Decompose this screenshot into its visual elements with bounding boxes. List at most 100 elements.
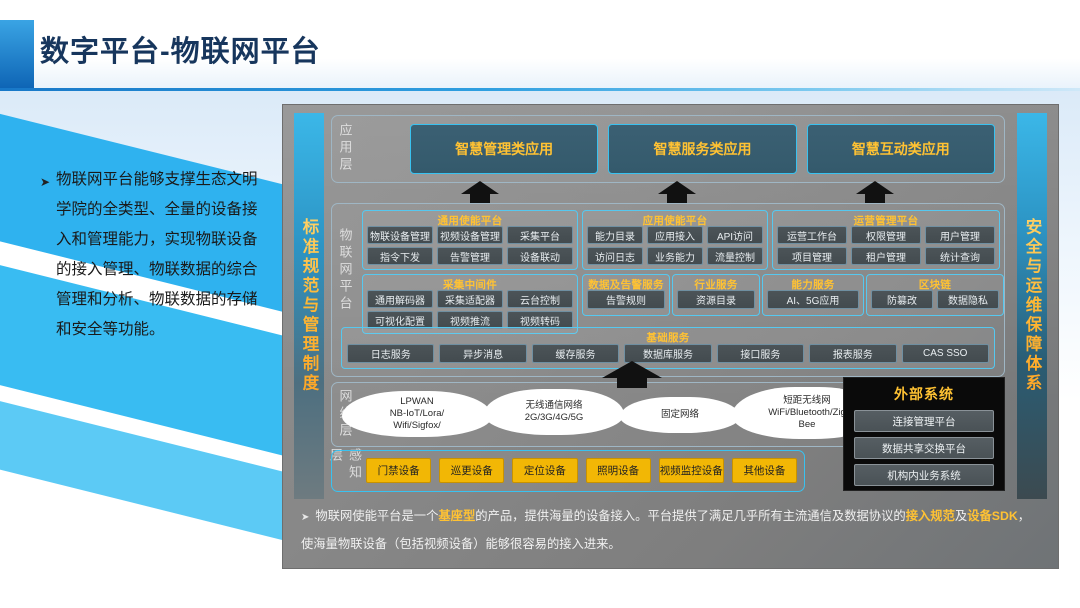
platform-group-r1-3: 运营管理平台运营工作台权限管理用户管理项目管理租户管理统计查询 [772, 210, 1000, 270]
platform-chip[interactable]: 权限管理 [851, 226, 921, 244]
chip-row: 访问日志业务能力流量控制 [587, 247, 763, 265]
application-box-3[interactable]: 智慧互动类应用 [806, 124, 995, 174]
base-service-chip[interactable]: 日志服务 [347, 344, 435, 363]
application-box-1[interactable]: 智慧管理类应用 [410, 124, 599, 174]
network-to-platform-arrow [602, 361, 662, 388]
chip-row: 资源目录 [677, 290, 755, 309]
platform-chip[interactable]: 物联设备管理 [367, 226, 433, 244]
platform-chip[interactable]: 通用解码器 [367, 290, 433, 308]
platform-group-title: 区块链 [918, 279, 952, 291]
platform-group-chips: 告警规则 [587, 290, 665, 309]
platform-group-title: 应用使能平台 [642, 215, 708, 227]
platform-chip[interactable]: 视频转码 [507, 311, 573, 329]
chip-row: 通用解码器采集适配器云台控制 [367, 290, 573, 308]
perception-device[interactable]: 视频监控设备 [658, 458, 724, 483]
base-service-chip[interactable]: 缓存服务 [531, 344, 620, 363]
platform-chip[interactable]: 采集平台 [507, 226, 573, 244]
platform-chip[interactable]: 能力目录 [587, 226, 643, 244]
platform-group-chips: 运营工作台权限管理用户管理项目管理租户管理统计查询 [777, 226, 995, 265]
chip-row: 告警规则 [587, 290, 665, 309]
external-systems-list: 连接管理平台数据共享交换平台机构内业务系统 [854, 410, 994, 486]
platform-group-title: 运营管理平台 [853, 215, 919, 227]
platform-chip[interactable]: 项目管理 [777, 247, 847, 265]
base-service-chip[interactable]: 报表服务 [809, 344, 897, 363]
external-system-item[interactable]: 数据共享交换平台 [854, 437, 994, 459]
base-service-chip[interactable]: CAS SSO [901, 344, 989, 363]
flow-arrow-1 [461, 181, 499, 203]
left-summary-text: 物联网平台能够支撑生态文明学院的全类型、全量的设备接入和管理能力，实现物联设备的… [56, 171, 258, 338]
external-system-item[interactable]: 连接管理平台 [854, 410, 994, 432]
chip-row: AI、5G应用 [767, 290, 859, 309]
platform-chip[interactable]: 设备联动 [507, 247, 573, 265]
platform-chip[interactable]: 视频推流 [437, 311, 503, 329]
base-service-chip[interactable]: 接口服务 [716, 344, 805, 363]
platform-chip[interactable]: 统计查询 [925, 247, 995, 265]
perception-device[interactable]: 其他设备 [731, 458, 798, 483]
caption-segment: 的产品，提供海量的设备接入。平台提供了满足几乎所有主流通信及数据协议的 [475, 509, 906, 523]
platform-chip[interactable]: 告警规则 [587, 290, 665, 309]
platform-chip[interactable]: 应用接入 [647, 226, 703, 244]
base-service-chip[interactable]: 异步消息 [439, 344, 527, 363]
external-systems-panel: 外部系统 连接管理平台数据共享交换平台机构内业务系统 [843, 377, 1005, 491]
side-label-security: 安全与运维保障体系 [1017, 113, 1047, 499]
chip-row: 指令下发告警管理设备联动 [367, 247, 573, 265]
platform-group-chips: 资源目录 [677, 290, 755, 309]
platform-chip[interactable]: 视频设备管理 [437, 226, 503, 244]
platform-chip[interactable]: 用户管理 [925, 226, 995, 244]
chip-row: 项目管理租户管理统计查询 [777, 247, 995, 265]
platform-chip[interactable]: 指令下发 [367, 247, 433, 265]
platform-chip[interactable]: AI、5G应用 [767, 290, 859, 309]
side-label-standards: 标准规范与管理制度 [294, 113, 324, 499]
base-services-title: 基础服务 [646, 332, 690, 344]
chip-row: 物联设备管理视频设备管理采集平台 [367, 226, 573, 244]
platform-chip[interactable]: 业务能力 [647, 247, 703, 265]
platform-chip[interactable]: 告警管理 [437, 247, 503, 265]
layer-label-platform: 物联网平台 [333, 215, 357, 325]
architecture-diagram: 标准规范与管理制度 安全与运维保障体系 应用层 物联网平台 网络层 感知层 智慧… [283, 105, 1058, 568]
perception-device[interactable]: 门禁设备 [366, 458, 432, 483]
perception-device[interactable]: 定位设备 [512, 458, 578, 483]
flow-arrow-3 [856, 181, 894, 203]
perception-device[interactable]: 照明设备 [585, 458, 651, 483]
base-service-chip[interactable]: 数据库服务 [624, 344, 712, 363]
application-box-2[interactable]: 智慧服务类应用 [608, 124, 797, 174]
header-divider-rule [0, 88, 1080, 91]
caption-text: 物联网使能平台是一个基座型的产品，提供海量的设备接入。平台提供了满足几乎所有主流… [301, 509, 1030, 551]
platform-group-r2-3: 行业服务资源目录 [672, 274, 760, 316]
external-systems-title: 外部系统 [894, 386, 954, 402]
platform-chip[interactable]: 访问日志 [587, 247, 643, 265]
platform-chip[interactable]: 资源目录 [677, 290, 755, 309]
perception-device[interactable]: 巡更设备 [439, 458, 505, 483]
platform-chip[interactable]: 租户管理 [851, 247, 921, 265]
platform-chip[interactable]: API访问 [707, 226, 763, 244]
platform-chip[interactable]: 运营工作台 [777, 226, 847, 244]
platform-chip[interactable]: 采集适配器 [437, 290, 503, 308]
external-system-item[interactable]: 机构内业务系统 [854, 464, 994, 486]
platform-group-title: 行业服务 [694, 279, 738, 291]
platform-chip[interactable]: 数据隐私 [937, 290, 999, 309]
application-boxes: 智慧管理类应用智慧服务类应用智慧互动类应用 [410, 124, 995, 174]
chip-row: 运营工作台权限管理用户管理 [777, 226, 995, 244]
platform-chip[interactable]: 防篡改 [871, 290, 933, 309]
side-label-standards-text: 标准规范与管理制度 [297, 218, 321, 394]
platform-chip[interactable]: 可视化配置 [367, 311, 433, 329]
perception-device-boxes: 门禁设备巡更设备定位设备照明设备视频监控设备其他设备 [366, 458, 798, 483]
platform-group-title: 数据及告警服务 [588, 279, 664, 291]
left-summary-note: ➤ 物联网平台能够支撑生态文明学院的全类型、全量的设备接入和管理能力，实现物联设… [40, 165, 266, 345]
platform-chip[interactable]: 云台控制 [507, 290, 573, 308]
flow-arrow-2 [658, 181, 696, 203]
platform-group-r2-1: 采集中间件通用解码器采集适配器云台控制可视化配置视频推流视频转码 [362, 274, 578, 334]
diagram-caption: ➤物联网使能平台是一个基座型的产品，提供海量的设备接入。平台提供了满足几乎所有主… [301, 503, 1035, 557]
platform-group-title: 能力服务 [791, 279, 835, 291]
caption-marker-icon: ➤ [301, 512, 310, 523]
platform-group-chips: AI、5G应用 [767, 290, 859, 309]
bullet-marker-icon: ➤ [40, 175, 51, 189]
layer-label-application: 应用层 [333, 119, 357, 177]
platform-group-chips: 防篡改数据隐私 [871, 290, 999, 309]
platform-chip[interactable]: 流量控制 [707, 247, 763, 265]
caption-highlight: 基座型 [438, 509, 476, 523]
